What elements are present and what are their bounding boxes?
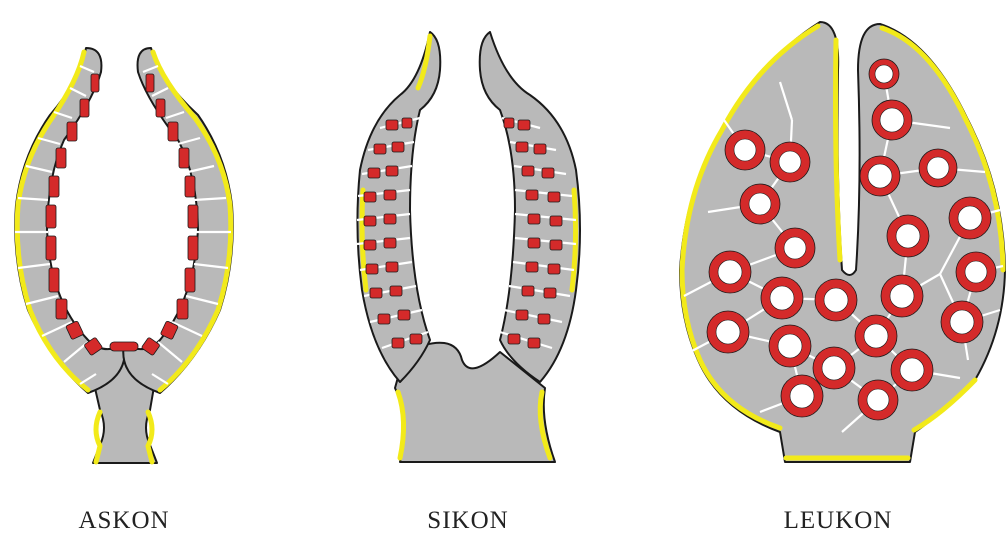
askon-left-wall (15, 48, 125, 393)
sikon-diagram (357, 32, 580, 462)
sikon-right-wall (480, 32, 580, 382)
askon-label: ASKON (78, 507, 169, 535)
leukon-diagram (680, 22, 1005, 462)
askon-diagram (15, 48, 233, 463)
leukon-label: LEUKON (784, 507, 893, 535)
sikon-left-wall (357, 32, 440, 382)
sikon-label: SIKON (427, 507, 508, 535)
